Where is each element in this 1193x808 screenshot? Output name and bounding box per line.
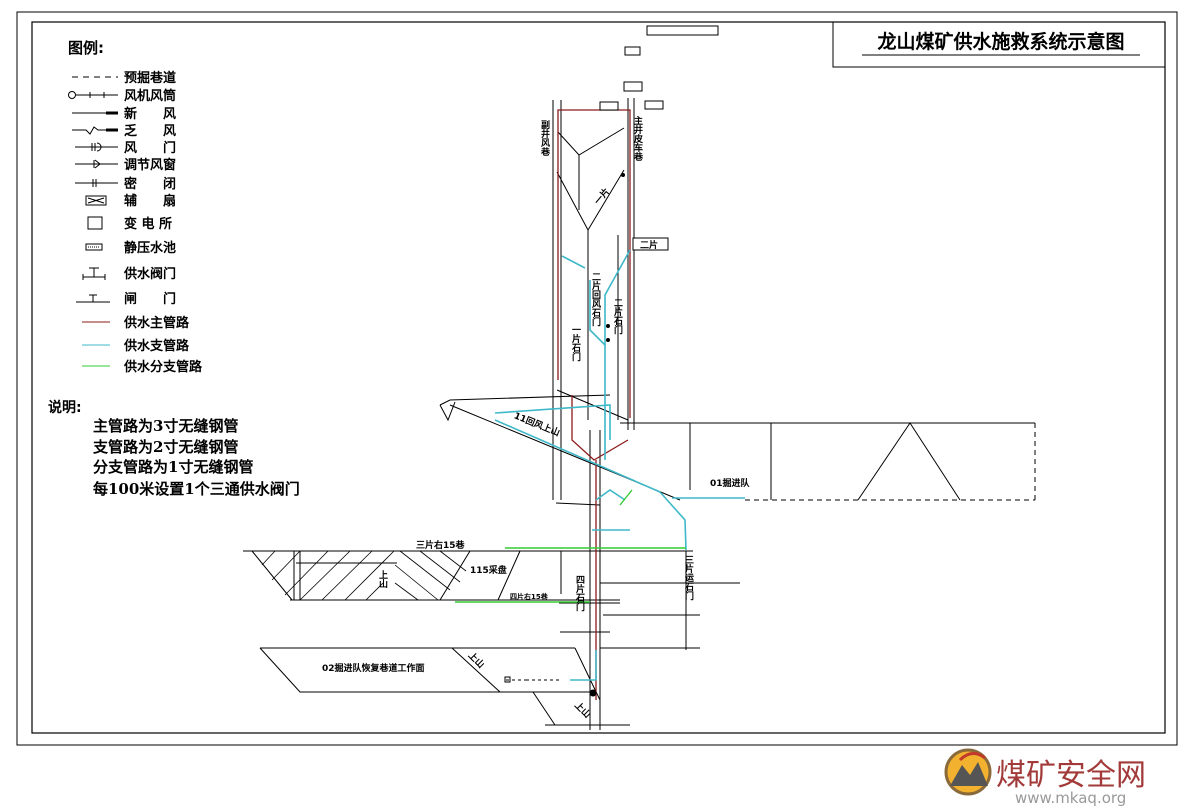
label-panel2-return: 二片回风石门 <box>590 272 602 327</box>
note-line: 支管路为2寸无缝钢管 <box>92 438 238 456</box>
watermark-url: www.mkaq.org <box>1015 789 1126 807</box>
label-return-up: 11回风上山 <box>512 410 561 439</box>
legend-label: 风 门 <box>124 140 176 156</box>
water-valve-icon <box>82 267 106 280</box>
label-panel4-crosscut: 四片石门 <box>574 575 586 612</box>
legend-label: 供水阀门 <box>123 266 176 282</box>
legend-label: 闸 门 <box>124 291 176 307</box>
legend-label: 乏 风 <box>124 123 176 139</box>
legend-heading: 图例: <box>68 39 104 57</box>
panel2-box <box>632 237 669 251</box>
auxiliary-fan-icon <box>85 195 107 206</box>
label-aux-shaft: 副井风巷 <box>539 119 551 157</box>
legend-labels: 预掘巷道 风机风筒 新 风 乏 风 风 门 调节风窗 密 闭 辅 扇 变 电 所… <box>123 70 203 375</box>
label-panel3-right15: 三片右15巷 <box>416 539 466 551</box>
legend-label: 供水支管路 <box>123 338 190 354</box>
water-tank-icon <box>85 243 103 251</box>
note-line: 每100米设置1个三通供水阀门 <box>93 480 300 498</box>
legend-icons <box>68 76 118 367</box>
substation-icon <box>87 216 103 230</box>
label-main-shaft: 主井皮车巷 <box>632 115 644 162</box>
branch-water-pipe <box>494 249 745 681</box>
legend-label: 密 闭 <box>123 176 176 192</box>
notes: 主管路为3寸无缝钢管 支管路为2寸无缝钢管 分支管路为1寸无缝钢管 每100米设… <box>92 417 300 498</box>
fan-duct-icon <box>68 91 118 99</box>
title-box <box>832 21 1166 68</box>
hatched-coal-area <box>261 550 467 601</box>
seal-icon <box>75 179 118 187</box>
inner-border <box>31 21 1166 734</box>
legend-label: 变 电 所 <box>124 216 172 232</box>
roadways <box>243 25 1036 730</box>
label-panel3-crosscut: 三片运石门 <box>683 555 695 601</box>
legend-label: 调节风窗 <box>124 157 176 173</box>
watermark-name: 煤矿安全网 <box>996 758 1146 793</box>
legend-label: 供水主管路 <box>123 315 190 331</box>
label-uphill: 上山 <box>466 649 487 670</box>
legend-label: 辅 扇 <box>124 193 176 209</box>
label-panel2-crosscut: 二片石门 <box>612 298 624 335</box>
diagram-title: 龙山煤矿供水施救系统示意图 <box>877 30 1124 53</box>
junction-marks <box>589 101 625 697</box>
label-panel1: 一片 <box>591 186 612 208</box>
gate-valve-icon <box>76 294 110 303</box>
label-panel1-crosscut: 一片石门 <box>570 325 582 362</box>
sub-branch-water-pipe <box>455 489 686 603</box>
note-line: 分支管路为1寸无缝钢管 <box>93 458 253 476</box>
label-team01: 01掘进队 <box>710 477 751 489</box>
label-panel4-right15: 四片右15巷 <box>510 592 549 601</box>
exhaust-air-icon <box>72 126 118 135</box>
air-door-icon <box>75 142 118 152</box>
regulator-window-icon <box>75 159 118 169</box>
legend-label: 新 风 <box>124 106 176 122</box>
outer-border <box>16 11 1178 746</box>
label-mining-115: 115采盘 <box>470 564 507 576</box>
label-team02: 02掘进队恢复巷道工作面 <box>322 662 425 674</box>
water-tank-icon <box>599 101 619 111</box>
notes-heading: 说明: <box>48 399 82 416</box>
legend-label: 供水分支管路 <box>123 359 203 375</box>
label-panel2: 二片 <box>640 239 658 251</box>
watermark-logo <box>944 748 992 796</box>
legend-label: 预掘巷道 <box>124 70 176 86</box>
label-uphill: 上山 <box>377 569 388 589</box>
legend-label: 风机风筒 <box>124 88 176 104</box>
note-line: 主管路为3寸无缝钢管 <box>93 417 238 435</box>
legend-label: 静压水池 <box>124 240 176 256</box>
